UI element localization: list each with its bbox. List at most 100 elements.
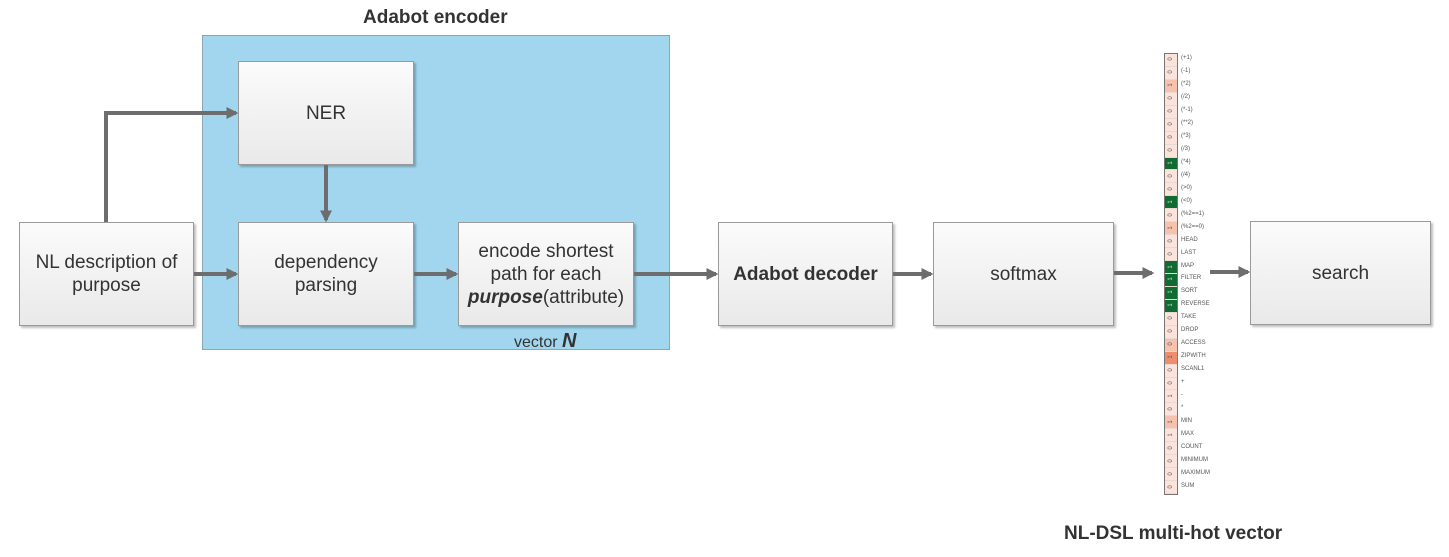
vector-cell: 0 <box>1165 144 1177 158</box>
decoder-box: Adabot decoder <box>718 222 893 326</box>
vector-cell: 1 <box>1165 286 1177 300</box>
vector-cell-value: 0 <box>1168 70 1174 75</box>
vector-cell-label: ZIPWITH <box>1181 353 1206 360</box>
vector-cell-label: (+1) <box>1181 55 1192 62</box>
vector-cell-value: 0 <box>1168 329 1174 333</box>
vector-cell-label: (-1) <box>1181 68 1191 75</box>
vector-cell-value: 1 <box>1168 264 1174 269</box>
vector-cell-label: (*4) <box>1181 159 1191 165</box>
vector-cell: 0 <box>1165 118 1177 132</box>
vector-cell-value: 0 <box>1168 122 1174 126</box>
vector-cell: 1 <box>1165 274 1177 287</box>
vector-cell-label: REVERSE <box>1181 301 1210 308</box>
vector-cell-label: + <box>1181 379 1185 385</box>
vector-cell-label: ACCESS <box>1181 340 1206 347</box>
vector-cell: 0 <box>1165 403 1177 417</box>
vector-cell-label: (<0) <box>1181 197 1192 204</box>
vector-cell: 1 <box>1165 299 1177 313</box>
vector-cell: 0 <box>1165 312 1177 326</box>
vector-cell: 0 <box>1165 442 1177 456</box>
decoder-text: Adabot decoder <box>733 263 878 285</box>
vector-cell-value: 0 <box>1168 458 1174 463</box>
vector-cell-label: SORT <box>1181 288 1198 295</box>
vector-symbol: N <box>562 330 577 352</box>
vector-cell-label: MAX <box>1181 430 1195 437</box>
vector-cell-value: 1 <box>1168 433 1174 437</box>
vector-cell-label: (/3) <box>1181 146 1190 153</box>
vector-cell-label: - <box>1181 391 1183 398</box>
vector-cell-label: FILTER <box>1181 275 1202 282</box>
vector-cell: 1 <box>1165 222 1177 236</box>
encode-path-prefix: encode shortest path for each <box>478 240 614 285</box>
vector-label-text: vector <box>514 334 558 351</box>
vector-cell-value: 0 <box>1168 316 1174 320</box>
vector-cell-label: HEAD <box>1181 236 1198 243</box>
vector-cell-value: 0 <box>1168 446 1174 450</box>
vector-cell-value: 0 <box>1168 368 1174 372</box>
vector-cell: 1 <box>1165 261 1177 274</box>
vector-cell-value: 0 <box>1168 187 1174 191</box>
vector-cell: 0 <box>1165 377 1177 391</box>
vector-cell-label: SCANL1 <box>1181 366 1205 373</box>
vector-cell: 0 <box>1165 170 1177 184</box>
vector-cell-value: 1 <box>1168 200 1174 204</box>
vector-cell: 0 <box>1165 325 1177 339</box>
vector-cell-label: (>0) <box>1181 184 1192 191</box>
vector-cell-label: (/4) <box>1181 171 1190 178</box>
vector-cell: 0 <box>1165 131 1177 145</box>
vector-cell: 1 <box>1165 416 1177 430</box>
vector-cell-label: MIN <box>1181 417 1192 424</box>
vector-cell-label: (*2) <box>1181 81 1191 88</box>
nl-input-text: NL description of purpose <box>35 252 178 296</box>
dependency-parsing-box: dependency parsing <box>238 222 414 326</box>
vector-cell-value: 1 <box>1168 277 1174 282</box>
vector-cell-value: 1 <box>1168 290 1174 295</box>
vector-cell: 0 <box>1165 468 1177 482</box>
encoder-title: Adabot encoder <box>363 7 508 28</box>
vector-cell-label: (/2) <box>1181 94 1190 101</box>
vector-cell-label: TAKE <box>1181 314 1197 321</box>
vector-cell: 0 <box>1165 248 1177 262</box>
vector-cell-label: (%2==0) <box>1181 223 1205 230</box>
vector-cell: 1 <box>1165 79 1177 93</box>
vector-cell-value: 0 <box>1168 148 1174 152</box>
vector-cell-label: COUNT <box>1181 443 1203 450</box>
dependency-parsing-text: dependency parsing <box>274 252 378 296</box>
vector-n-label: vector N <box>514 330 576 353</box>
vector-cell-value: 0 <box>1168 174 1174 178</box>
arrow-input-to-ner <box>104 107 239 222</box>
vector-cell-value: 0 <box>1168 57 1174 62</box>
vector-cell-value: 1 <box>1168 83 1174 88</box>
vector-cell: 1 <box>1165 429 1177 443</box>
vector-cell-label: * <box>1181 404 1184 411</box>
vector-cell: 0 <box>1165 235 1177 249</box>
vector-cell: 1 <box>1165 157 1177 171</box>
vector-cell-value: 1 <box>1168 161 1174 165</box>
encode-path-text: encode shortest path for each purpose(at… <box>467 240 625 309</box>
vector-cell-label: (**2) <box>1181 120 1194 127</box>
search-text: search <box>1311 262 1370 284</box>
multi-hot-vector-labels: (+1)(-1)(*2)(/2)(*-1)(**2)(*3)(/3)(*4)(/… <box>1181 53 1241 495</box>
vector-cell: 0 <box>1165 92 1177 106</box>
vector-cell: 1 <box>1165 196 1177 210</box>
vector-cell-value: 1 <box>1168 226 1174 230</box>
vector-cell: 1 <box>1165 351 1177 365</box>
search-box: search <box>1250 221 1431 325</box>
vector-cell-value: 1 <box>1168 394 1174 398</box>
vector-cell-value: 0 <box>1168 381 1174 385</box>
vector-cell-label: DROP <box>1181 327 1199 334</box>
vector-cell-label: (*-1) <box>1181 107 1193 114</box>
encode-path-box: encode shortest path for each purpose(at… <box>458 222 634 326</box>
vector-cell-value: 0 <box>1168 135 1174 139</box>
vector-cell-value: 0 <box>1168 109 1174 113</box>
encode-path-emph: purpose <box>467 286 543 308</box>
vector-cell-value: 0 <box>1168 342 1174 346</box>
vector-cell: 0 <box>1165 455 1177 469</box>
ner-text: NER <box>305 102 347 124</box>
vector-cell-label: MINIMUM <box>1181 456 1208 463</box>
nl-input-box: NL description of purpose <box>19 222 194 326</box>
vector-cell: 0 <box>1165 54 1177 67</box>
vector-cell: 0 <box>1165 183 1177 197</box>
